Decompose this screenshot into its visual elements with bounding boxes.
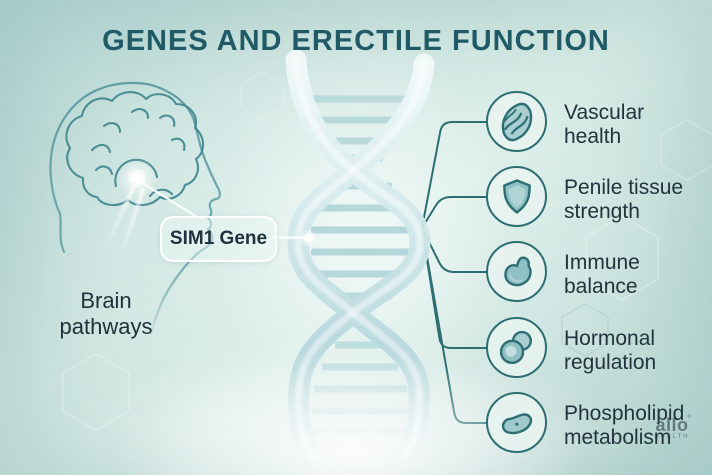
head-profile-outline xyxy=(49,81,221,336)
brand-logo: + allo HEALTH xyxy=(643,411,701,440)
pathway-rays xyxy=(102,186,145,258)
gene-callout-label: SIM1 Gene xyxy=(169,228,268,249)
factor-label: Vascular health xyxy=(564,101,645,148)
brain-pathways-caption: Brain pathways xyxy=(59,288,153,339)
glow-spot xyxy=(117,158,157,198)
head-brain-illustration xyxy=(49,81,316,336)
logo-tagline: HEALTH xyxy=(654,434,690,440)
blood-vessel-icon xyxy=(501,102,532,141)
factor-icon-circle xyxy=(486,392,547,453)
gene-callout-lines xyxy=(139,180,308,240)
factor-icon-circle xyxy=(486,317,547,378)
hormone-cells-icon xyxy=(499,330,532,364)
logo-name: allo xyxy=(655,415,689,435)
dna-helix-illustration xyxy=(117,49,587,475)
factor-icon-circle xyxy=(486,166,547,227)
factor-label: Hormonal regulation xyxy=(564,327,657,374)
page-title: GENES AND ERECTILE FUNCTION xyxy=(102,25,610,57)
immune-cell-icon xyxy=(503,255,532,286)
factor-icon-circle xyxy=(486,241,547,302)
helix-glow xyxy=(215,30,505,440)
logo-plus-icon: + xyxy=(686,411,692,421)
factor-icon-circle xyxy=(486,91,547,152)
shield-icon xyxy=(502,178,531,214)
lipid-icon xyxy=(501,412,532,434)
factor-label: Phospholipid metabolism xyxy=(564,402,685,449)
factor-label: Immune balance xyxy=(564,251,640,298)
gene-callout: SIM1 Gene xyxy=(160,216,277,262)
factor-label: Penile tissue strength xyxy=(564,176,684,223)
